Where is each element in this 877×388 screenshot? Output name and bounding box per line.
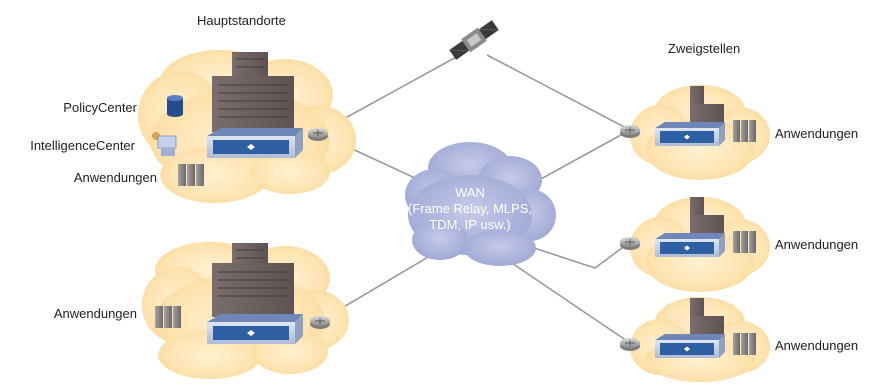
building-icon (212, 243, 294, 317)
main-sites-label: Hauptstandorte (197, 13, 286, 28)
wan-cloud (405, 142, 556, 266)
building-icon (690, 86, 724, 126)
server-rack-icon (733, 120, 756, 142)
workstation-icon (152, 132, 177, 156)
network-appliance-icon (655, 334, 725, 358)
router-icon (310, 316, 330, 329)
wan-protocols-line2: TDM, IP usw.) (429, 217, 511, 232)
router-icon (308, 128, 328, 141)
server-rack-icon (155, 306, 181, 328)
link-wan-branch1 (529, 129, 631, 186)
server-rack-icon (178, 164, 204, 186)
branch3-applications-label: Anwendungen (775, 338, 859, 353)
satellite-icon (449, 20, 499, 60)
router-icon (620, 237, 640, 250)
link-wan-branch3 (499, 254, 631, 344)
hq-applications-label: Anwendungen (73, 170, 157, 185)
building-icon (212, 52, 294, 132)
branches-label: Zweigstellen (668, 41, 741, 56)
branch2-applications-label: Anwendungen (775, 237, 859, 252)
server-rack-icon (733, 333, 756, 355)
server-rack-icon (733, 231, 756, 253)
hq2-applications-label: Anwendungen (53, 306, 137, 321)
intelligence-center-label: IntelligenceCenter (30, 138, 135, 153)
link-satellite-branch1 (486, 54, 631, 131)
network-appliance-icon (207, 314, 303, 344)
network-appliance-icon (655, 233, 725, 257)
policy-center-label: PolicyCenter (63, 100, 137, 115)
wan-protocols-line1: (Frame Relay, MLPS, (407, 201, 532, 216)
router-icon (620, 125, 640, 138)
wan-label: WAN (Frame Relay, MLPS, TDM, IP usw.) (405, 185, 535, 233)
building-icon (690, 197, 724, 237)
router-icon (620, 338, 640, 351)
network-appliance-icon (207, 128, 303, 158)
wan-title: WAN (455, 185, 485, 200)
network-appliance-icon (655, 122, 725, 146)
link-wan-branch2 (524, 241, 631, 269)
database-icon (167, 95, 183, 117)
building-icon (690, 298, 724, 338)
branch1-applications-label: Anwendungen (775, 126, 859, 141)
